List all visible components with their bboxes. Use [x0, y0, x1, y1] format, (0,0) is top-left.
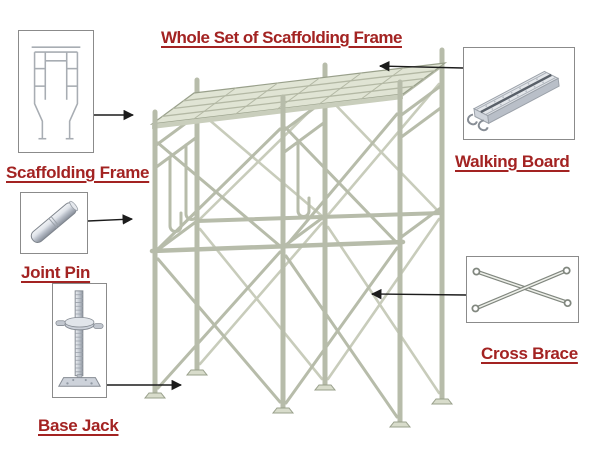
arrow-cross-brace [370, 288, 467, 300]
label-base-jack: Base Jack [38, 416, 119, 435]
thumbnail-box-joint-pin [20, 192, 88, 254]
deck-planks [149, 62, 448, 129]
label-cross-brace: Cross Brace [481, 344, 578, 363]
diagram-title: Whole Set of Scaffolding Frame [161, 28, 402, 47]
thumbnail-box-base-jack [52, 283, 107, 398]
arrow-walking-board [378, 60, 464, 72]
scaffold-photo [143, 47, 454, 428]
thumbnail-box-walking-board [463, 47, 575, 140]
thumbnail-box-scaffolding-frame [18, 30, 94, 153]
front-cross-braces [156, 112, 399, 419]
walk-through-frame-icon [31, 46, 81, 140]
perforated-plank-icon [467, 70, 560, 132]
arrow-joint-pin [87, 214, 134, 225]
x-crossed-tubes-icon [471, 266, 572, 313]
label-walking-board: Walking Board [455, 152, 570, 171]
label-joint-pin: Joint Pin [21, 263, 91, 282]
metal-pin-icon [30, 200, 79, 243]
front-mid-ledger [149, 239, 406, 254]
thumbnail-box-cross-brace [466, 256, 579, 323]
label-scaffolding-frame: Scaffolding Frame [6, 163, 150, 182]
rear-cross-braces [198, 82, 441, 395]
connector-arrows [87, 60, 467, 391]
base-plates [143, 369, 454, 428]
screw-base-jack-icon [55, 290, 104, 387]
